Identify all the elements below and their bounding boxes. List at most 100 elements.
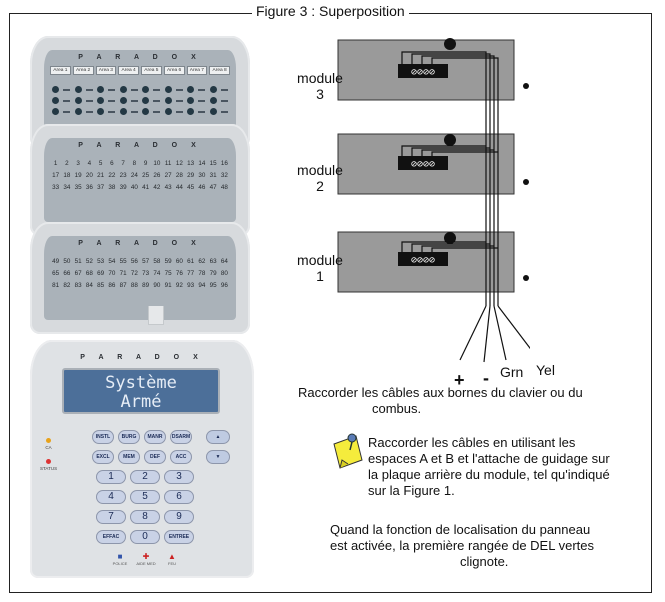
zone-number: 82 [63, 282, 71, 289]
led-dash-icon [108, 99, 116, 102]
key-enter[interactable]: ENTREE [164, 530, 194, 544]
led-dash-icon [175, 110, 183, 113]
led-dot-icon [74, 86, 82, 93]
led-dash-icon [130, 110, 138, 113]
led-dash-icon [198, 99, 206, 102]
wire-minus-label: - [483, 368, 489, 388]
key-3[interactable]: 3 [164, 470, 194, 484]
zone-number: 49 [52, 258, 60, 265]
zone-number: 37 [97, 184, 105, 191]
zone-number: 3 [76, 160, 80, 167]
zone-number: 45 [187, 184, 195, 191]
led-dot-icon [209, 97, 217, 104]
zone-number: 34 [63, 184, 71, 191]
zone-number: 15 [209, 160, 217, 167]
led-dot-icon [74, 108, 82, 115]
police-label: POLICE [112, 561, 128, 566]
lcd-display: Système Armé [62, 368, 220, 414]
key-7[interactable]: 7 [96, 510, 126, 524]
zone-number: 60 [175, 258, 183, 265]
fire-label: FEU [168, 561, 176, 566]
zone-number: 36 [85, 184, 93, 191]
key-def[interactable]: DEF [144, 450, 166, 464]
led-dash-icon [63, 110, 71, 113]
key-9[interactable]: 9 [164, 510, 194, 524]
area-label: Area 2 [72, 66, 94, 75]
led-dot-icon [209, 108, 217, 115]
zone-number: 53 [97, 258, 105, 265]
zone-number: 81 [52, 282, 60, 289]
police-icon[interactable]: ■ POLICE [108, 552, 132, 566]
zone-number: 33 [52, 184, 60, 191]
zone-number: 96 [220, 282, 228, 289]
led-dot-icon [187, 86, 195, 93]
led-dot-icon [142, 97, 150, 104]
key-mem[interactable]: MEM [118, 450, 140, 464]
medical-icon[interactable]: ✚ AIDE MED [134, 552, 158, 566]
area-label: Area 4 [118, 66, 139, 75]
arrow-up-button[interactable]: ▲ [206, 430, 230, 444]
key-dsarm[interactable]: DSARM [170, 430, 192, 444]
zone-number: 22 [108, 172, 116, 179]
status-label: STATUS [40, 466, 58, 471]
zone-number: 48 [220, 184, 228, 191]
key-manr[interactable]: MANR [144, 430, 166, 444]
zone-number: 32 [220, 172, 228, 179]
key-burg[interactable]: BURG [118, 430, 140, 444]
key-2[interactable]: 2 [130, 470, 160, 484]
led-dot-icon [187, 108, 195, 115]
zone-number: 30 [198, 172, 206, 179]
zone-number: 61 [187, 258, 195, 265]
zone-number: 47 [209, 184, 217, 191]
key-clear[interactable]: EFFAC [96, 530, 126, 544]
zone-number: 59 [164, 258, 172, 265]
key-6[interactable]: 6 [164, 490, 194, 504]
key-0[interactable]: 0 [130, 530, 160, 544]
zone-number: 87 [119, 282, 127, 289]
led-dash-icon [63, 99, 71, 102]
zone-number: 28 [175, 172, 183, 179]
led-dash-icon [175, 88, 183, 91]
key-5[interactable]: 5 [130, 490, 160, 504]
wire-plus-label: + [454, 370, 465, 390]
key-4[interactable]: 4 [96, 490, 126, 504]
led-dash-icon [175, 99, 183, 102]
area-label: Area 7 [186, 66, 208, 75]
led-dash-icon [153, 99, 161, 102]
zone-number: 83 [74, 282, 82, 289]
zone-number: 8 [132, 160, 137, 167]
zone-number: 27 [164, 172, 172, 179]
zone-number: 12 [175, 160, 183, 167]
key-8[interactable]: 8 [130, 510, 160, 524]
fire-icon[interactable]: ▲ FEU [160, 552, 184, 566]
zone-number: 10 [153, 160, 161, 167]
zone-number: 58 [153, 258, 161, 265]
zone-number: 39 [119, 184, 127, 191]
note-instruction: Raccorder les câbles en utilisant les es… [368, 435, 610, 498]
zone-number: 35 [74, 184, 82, 191]
zone-number: 79 [209, 270, 217, 277]
zone-number: 76 [175, 270, 183, 277]
led-dash-icon [130, 99, 138, 102]
zone-number: 57 [142, 258, 150, 265]
module-wiring-diagram: ⊘⊘⊘⊘ ⊘⊘⊘⊘ ⊘⊘⊘⊘ [337, 38, 530, 363]
zone-number: 14 [198, 160, 206, 167]
zone-number: 66 [63, 270, 71, 277]
medical-label: AIDE MED [136, 561, 156, 566]
key-1[interactable]: 1 [96, 470, 126, 484]
key-excl[interactable]: EXCL [92, 450, 114, 464]
key-acc[interactable]: ACC [170, 450, 192, 464]
zone-number: 74 [153, 270, 161, 277]
led-dot-icon [119, 97, 127, 104]
zone-number: 19 [74, 172, 82, 179]
brand-logo: P A R A D O X [80, 354, 204, 361]
wire-green-label: Grn [500, 364, 524, 380]
led-dash-icon [85, 110, 93, 113]
led-dash-icon [85, 88, 93, 91]
zone-number: 42 [153, 184, 161, 191]
zone-number: 38 [108, 184, 116, 191]
arrow-down-button[interactable]: ▼ [206, 450, 230, 464]
key-instl[interactable]: INSTL [92, 430, 114, 444]
